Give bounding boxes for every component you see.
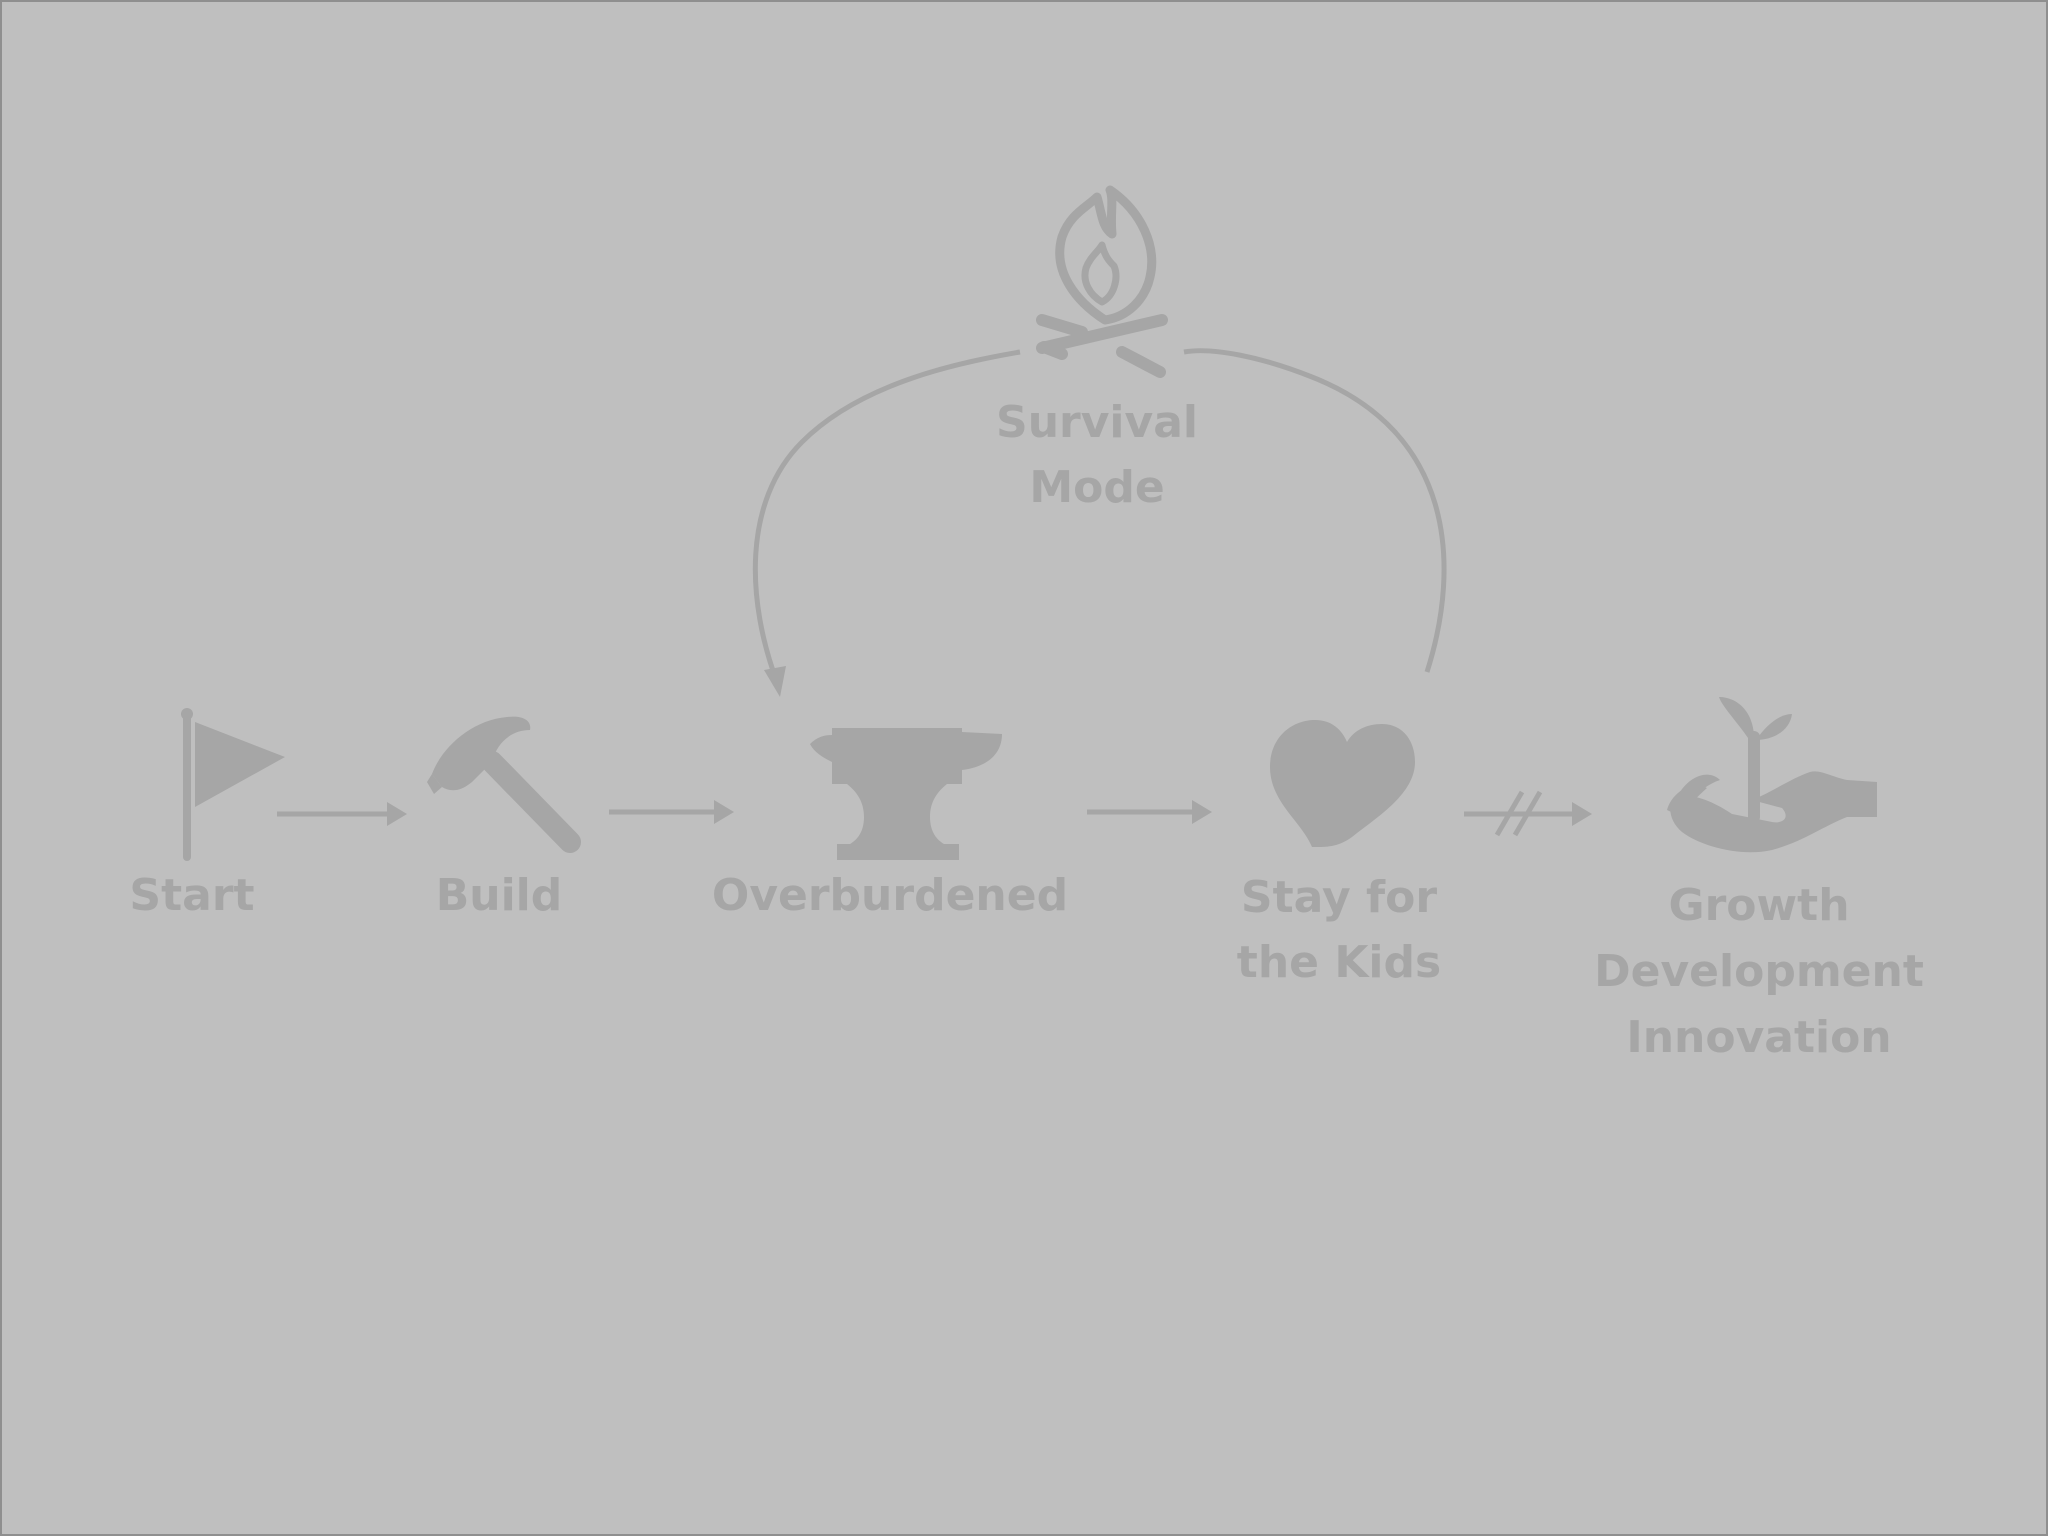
build-label: Build <box>436 870 563 921</box>
campfire-icon <box>1036 185 1168 378</box>
growth-label-line3: Innovation <box>1626 1012 1891 1063</box>
growth-label-line2: Development <box>1594 946 1924 997</box>
stay-label-line2: the Kids <box>1237 937 1441 988</box>
arrow-start-to-build <box>277 802 407 826</box>
blocked-arrow-stay-to-growth <box>1464 790 1592 837</box>
hammer-icon <box>427 716 581 853</box>
arrow-build-to-overburdened <box>609 800 734 824</box>
block-slash-2 <box>1512 790 1543 837</box>
growth-label-line1: Growth <box>1668 880 1849 931</box>
loop-arrow-survival-to-overburdened <box>752 349 1021 697</box>
loop-arrow-stay-to-survival <box>1183 348 1447 673</box>
anvil-icon <box>810 728 1002 860</box>
heart-icon <box>1270 720 1415 848</box>
flag-icon <box>181 708 285 861</box>
start-label: Start <box>129 870 254 921</box>
arrow-overburdened-to-stay <box>1087 800 1212 824</box>
overburdened-label: Overburdened <box>712 870 1068 921</box>
block-slash-1 <box>1494 790 1525 837</box>
survival-label-line2: Mode <box>1029 462 1164 513</box>
survival-label-line1: Survival <box>996 397 1198 448</box>
hand-sprout-icon <box>1667 697 1877 853</box>
stay-label-line1: Stay for <box>1241 872 1437 923</box>
